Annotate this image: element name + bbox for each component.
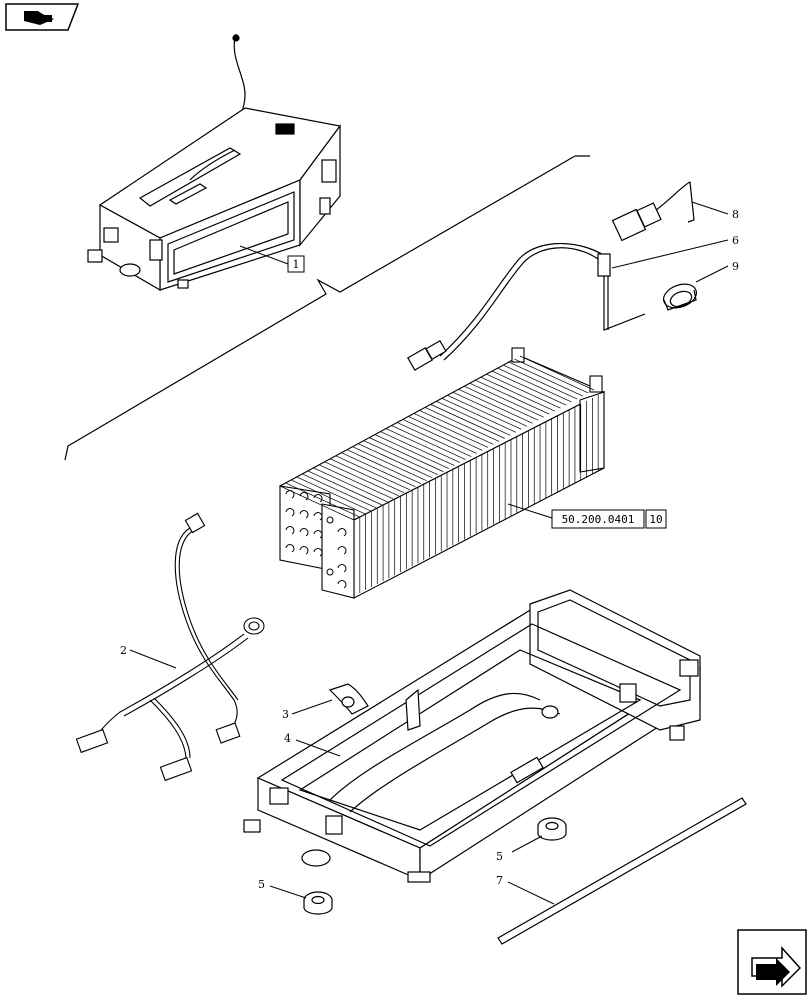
temperature-sensor-cable: [407, 242, 646, 371]
leader-line-9: [695, 265, 729, 283]
fin-top-line: [296, 476, 371, 512]
callout-2[interactable]: 2: [120, 644, 127, 657]
fin-top-line: [402, 419, 477, 454]
fin-top-line: [369, 437, 444, 472]
fin-top-line: [514, 358, 589, 394]
fin-top-line: [291, 479, 366, 515]
leader-line-5-upper: [511, 835, 543, 853]
fin-top-line: [419, 410, 494, 445]
assembly-divider-line: [64, 155, 590, 461]
callout-1[interactable]: 1: [293, 258, 300, 271]
fin-top-line: [508, 361, 583, 397]
callout-5-lower[interactable]: 5: [258, 878, 265, 891]
heater-housing-part-4: [243, 589, 702, 883]
fin-top-line: [503, 364, 578, 400]
washer-part-5-upper: [537, 817, 567, 841]
callout-5-upper[interactable]: 5: [496, 850, 503, 863]
book-nav-icon[interactable]: [5, 3, 80, 31]
fin-top-line: [341, 452, 416, 488]
fin-top-line: [491, 370, 567, 406]
callout-9[interactable]: 9: [732, 260, 739, 273]
callout-6[interactable]: 6: [732, 234, 739, 247]
reference-suffix-box: [645, 509, 667, 529]
fin-top-line: [413, 413, 489, 448]
heater-core: [278, 347, 606, 599]
leader-line-6: [611, 239, 729, 269]
reference-suffix[interactable]: 10: [649, 513, 662, 526]
fin-top-line: [391, 425, 466, 460]
leader-line-5-lower: [269, 885, 307, 899]
fin-top-line: [452, 391, 528, 427]
fin-top-line: [285, 482, 360, 518]
fin-top-line: [307, 470, 383, 506]
leader-line-8: [691, 201, 729, 215]
fin-top-line: [352, 446, 427, 482]
heater-core-tube-ends: [285, 490, 347, 589]
fin-top-line: [397, 422, 472, 457]
leader-line-ref: [507, 503, 553, 519]
fin-top-line: [374, 434, 450, 469]
fin-top-line: [447, 394, 522, 430]
clip-part-3: [328, 683, 369, 715]
callout-4[interactable]: 4: [284, 732, 291, 745]
leader-line-1: [239, 245, 289, 265]
reference-code[interactable]: 50.200.0401: [562, 513, 635, 526]
fin-top-line: [441, 398, 517, 433]
washer-part-5-lower: [303, 891, 333, 915]
fin-top-line: [330, 458, 405, 494]
leader-line-4: [295, 739, 341, 757]
callout-3[interactable]: 3: [282, 708, 289, 721]
ring-clamp-part-9: [662, 283, 698, 311]
fin-top-line: [430, 404, 505, 439]
heater-core-fins: [279, 355, 605, 596]
callout-box-1: [287, 255, 305, 273]
fin-top-line: [469, 382, 544, 418]
fin-top-line: [458, 388, 533, 424]
fin-top-line: [357, 443, 433, 478]
fin-top-line: [335, 455, 410, 491]
leader-line-7: [507, 881, 555, 905]
next-page-arrow-icon[interactable]: [737, 929, 807, 995]
fin-top-line: [380, 431, 455, 466]
fin-top-line: [324, 461, 399, 497]
fin-top-line: [318, 464, 394, 500]
seal-strip-part-7: [497, 797, 747, 945]
fin-top-line: [475, 379, 550, 415]
fin-top-line: [313, 467, 388, 503]
fin-top-line: [464, 385, 539, 421]
fin-top-line: [497, 367, 572, 403]
fin-top-line: [424, 407, 500, 442]
fin-top-line: [385, 428, 461, 463]
wiring-harness-part-2: [75, 512, 265, 782]
reference-box: [551, 509, 645, 529]
assembled-heater-unit: [87, 33, 342, 292]
leader-line-3: [291, 699, 333, 715]
fin-top-line: [436, 401, 511, 436]
fin-top-line: [363, 440, 438, 475]
fin-top-line: [519, 355, 595, 391]
leader-line-2: [129, 649, 177, 669]
connector-part-8: [611, 181, 695, 242]
callout-8[interactable]: 8: [732, 208, 739, 221]
fin-top-line: [302, 473, 377, 509]
fin-top-line: [408, 416, 483, 451]
fin-top-line: [486, 373, 561, 409]
fin-top-line: [480, 376, 556, 412]
fin-top-line: [346, 449, 422, 485]
callout-7[interactable]: 7: [496, 874, 503, 887]
